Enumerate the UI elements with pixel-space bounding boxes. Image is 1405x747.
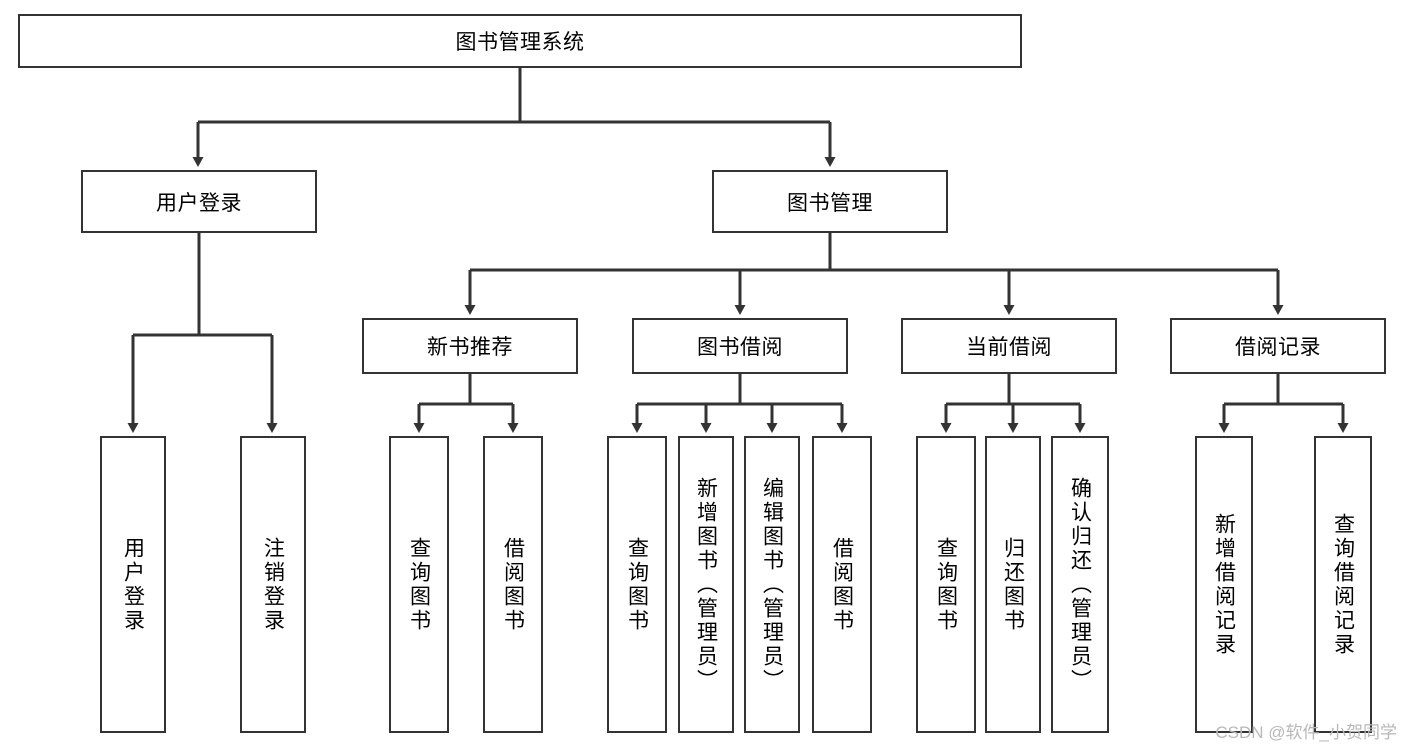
node-leaf-user-login[interactable]: 用户登录 [100,436,166,733]
node-book-borrow-label: 图书借阅 [697,336,783,359]
node-leaf-logout-label: 注销登录 [261,536,285,633]
node-leaf-query-borrow-record[interactable]: 查询借阅记录 [1314,436,1372,733]
node-leaf-borrow-book-1[interactable]: 借阅图书 [483,436,543,733]
node-user-login[interactable]: 用户登录 [81,170,317,233]
node-leaf-logout[interactable]: 注销登录 [240,436,306,733]
node-current-borrow[interactable]: 当前借阅 [901,318,1117,374]
node-book-manage-label: 图书管理 [787,191,873,215]
node-new-book-rec-label: 新书推荐 [427,336,513,359]
node-leaf-edit-book-admin[interactable]: 编辑图书（管理员） [744,436,800,733]
node-leaf-query-book-1-label: 查询图书 [407,536,431,633]
node-leaf-query-book-3-label: 查询图书 [934,536,958,633]
node-leaf-return-book-label: 归还图书 [1001,536,1025,633]
node-leaf-add-borrow-record[interactable]: 新增借阅记录 [1195,436,1253,733]
node-leaf-query-book-1[interactable]: 查询图书 [389,436,449,733]
node-book-borrow[interactable]: 图书借阅 [632,318,848,374]
node-leaf-query-borrow-record-label: 查询借阅记录 [1331,512,1355,657]
node-leaf-add-book-admin[interactable]: 新增图书（管理员） [678,436,734,733]
node-leaf-user-login-label: 用户登录 [121,536,145,633]
node-user-login-label: 用户登录 [156,191,242,215]
node-leaf-return-book[interactable]: 归还图书 [985,436,1041,733]
node-leaf-query-book-3[interactable]: 查询图书 [916,436,976,733]
node-root[interactable]: 图书管理系统 [18,14,1022,68]
node-leaf-query-book-2[interactable]: 查询图书 [607,436,667,733]
node-new-book-rec[interactable]: 新书推荐 [362,318,578,374]
node-leaf-add-borrow-record-label: 新增借阅记录 [1212,512,1236,657]
node-current-borrow-label: 当前借阅 [966,336,1052,359]
node-leaf-query-book-2-label: 查询图书 [625,536,649,633]
node-borrow-record-label: 借阅记录 [1235,336,1321,359]
node-leaf-borrow-book-2-label: 借阅图书 [830,536,854,633]
node-book-manage[interactable]: 图书管理 [712,170,948,233]
node-root-label: 图书管理系统 [455,31,585,54]
node-leaf-borrow-book-1-label: 借阅图书 [501,536,525,633]
node-leaf-confirm-return-admin-label: 确认归还（管理员） [1068,476,1092,693]
node-leaf-add-book-admin-label: 新增图书（管理员） [694,476,718,693]
node-leaf-borrow-book-2[interactable]: 借阅图书 [812,436,872,733]
watermark-text: CSDN @软件_小贺同学 [1215,723,1397,742]
node-leaf-edit-book-admin-label: 编辑图书（管理员） [760,476,784,693]
node-leaf-confirm-return-admin[interactable]: 确认归还（管理员） [1051,436,1109,733]
node-borrow-record[interactable]: 借阅记录 [1170,318,1386,374]
